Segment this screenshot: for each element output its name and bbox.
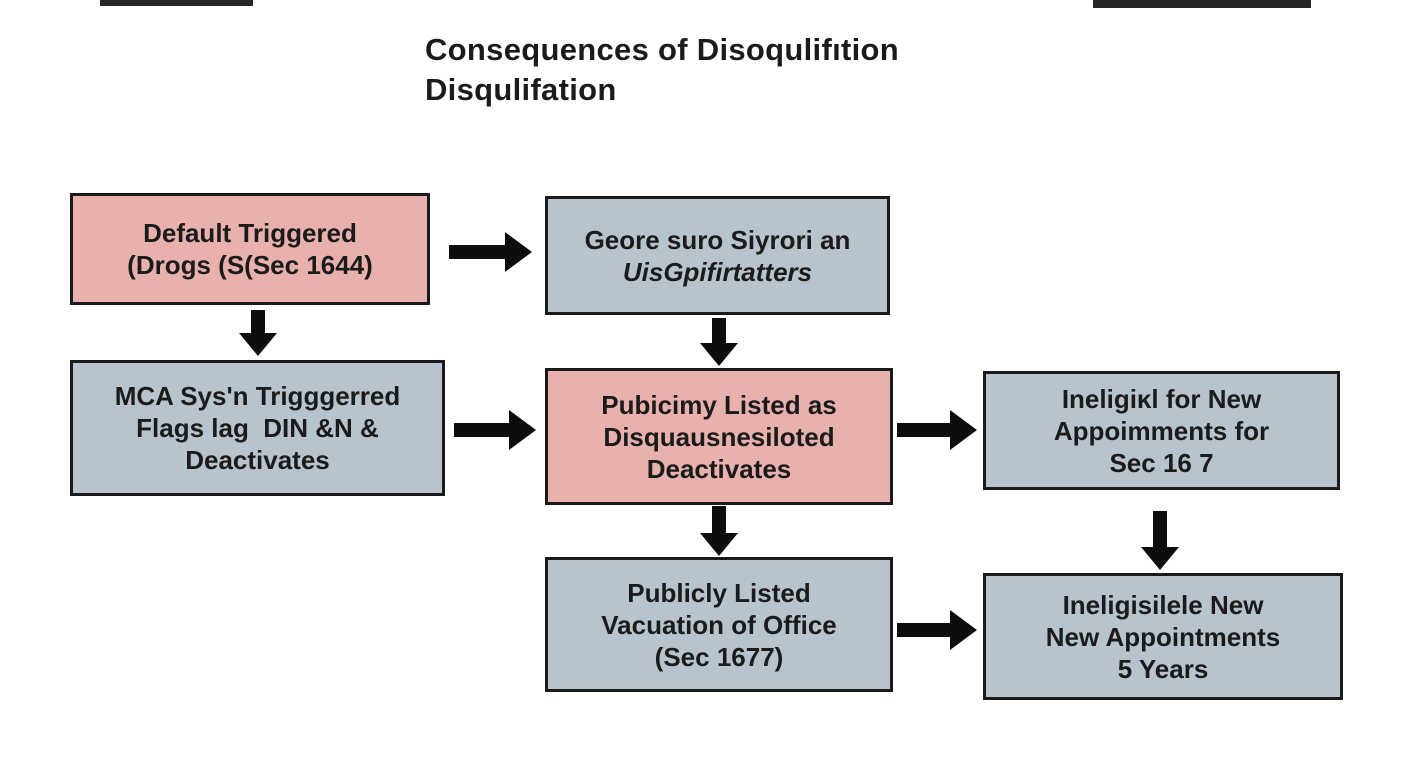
- top-right-artifact-bar: [1093, 0, 1311, 8]
- box-text-line: Deactivates: [185, 445, 330, 475]
- arrow-head: [700, 533, 738, 556]
- arrow-down-icon-listed-to-vacation: [699, 506, 739, 556]
- box-text-line: Disquausnesiloted: [603, 421, 835, 452]
- box-vacation-of-office: Publicly Listed Vacuation of Office (Sec…: [545, 557, 893, 692]
- box-text-line: Ineligisilele New: [1062, 589, 1264, 620]
- box-text-line: MCA Sys'n Trigggerred: [114, 381, 401, 411]
- arrow-right-icon-vacation-to-fiveyears: [897, 610, 977, 650]
- box-default-triggered: Default Triggered (Drogs (S(Sec 1644): [70, 193, 430, 305]
- box-text-line: Ineligiĸl for New: [1061, 383, 1262, 414]
- box-text-line: UisGpifirtatters: [622, 256, 813, 287]
- arrow-down-icon-default-to-mca: [238, 310, 278, 356]
- arrow-down-icon-ineligible-to-fiveyears: [1140, 511, 1180, 570]
- box-text-line: Publicly Listed: [627, 577, 811, 608]
- arrow-shaft: [1153, 511, 1167, 547]
- box-text-line: Deactivates: [646, 453, 792, 484]
- arrow-right-icon-mca-to-listed: [454, 410, 536, 450]
- arrow-shaft: [897, 623, 950, 637]
- arrow-shaft: [251, 310, 265, 333]
- box-text-line: Pubicimy Listed as: [601, 389, 837, 420]
- arrow-shaft: [454, 423, 509, 437]
- arrow-shaft: [897, 423, 950, 437]
- box-geore-suro-notice: Geore suro Siyrori an UisGpifirtatters: [545, 196, 890, 315]
- diagram-title-line2: Disqulifation: [425, 72, 617, 107]
- arrow-right-icon-default-to-notice: [449, 232, 532, 272]
- box-text-line: Appoimments for: [1053, 415, 1270, 446]
- box-text-line: Sec 16 7: [1109, 447, 1214, 478]
- box-text-line: Default Triggered: [143, 218, 357, 248]
- box-text-line: (Sec 1677): [654, 641, 784, 672]
- arrow-head: [700, 343, 738, 366]
- arrow-head: [950, 410, 977, 450]
- arrow-head: [505, 232, 532, 272]
- arrow-head: [239, 333, 277, 356]
- arrow-shaft: [712, 318, 726, 343]
- arrow-shaft: [712, 506, 726, 533]
- box-text-line: New Appointments: [1045, 621, 1281, 652]
- box-text-line: (Drogs (S(Sec 1644): [127, 250, 373, 280]
- arrow-right-icon-listed-to-ineligible: [897, 410, 977, 450]
- box-ineligible-five-years: Ineligisilele New New Appointments 5 Yea…: [983, 573, 1343, 700]
- box-ineligible-new-appointments: Ineligiĸl for New Appoimments for Sec 16…: [983, 371, 1340, 490]
- box-text-line: 5 Years: [1117, 653, 1209, 684]
- box-mca-system-flags: MCA Sys'n Trigggerred Flags lag DIN &N &…: [70, 360, 445, 496]
- arrow-down-icon-notice-to-listed: [699, 318, 739, 366]
- box-publicly-listed-disqualified: Pubicimy Listed as Disquausnesiloted Dea…: [545, 368, 893, 505]
- arrow-head: [1141, 547, 1179, 570]
- arrow-head: [950, 610, 977, 650]
- box-text-line: Geore suro Siyrori an: [584, 224, 851, 255]
- diagram-title-line1: Consequences of Disoqulifıtion: [425, 32, 900, 67]
- top-left-artifact-bar: [100, 0, 253, 6]
- box-text-line: Flags lag DIN &N &: [136, 413, 379, 443]
- arrow-shaft: [449, 245, 505, 259]
- diagram-title: Consequences of Disoqulifıtion Disqulifa…: [425, 30, 1065, 110]
- arrow-head: [509, 410, 536, 450]
- box-text-line: Vacuation of Office: [601, 609, 837, 640]
